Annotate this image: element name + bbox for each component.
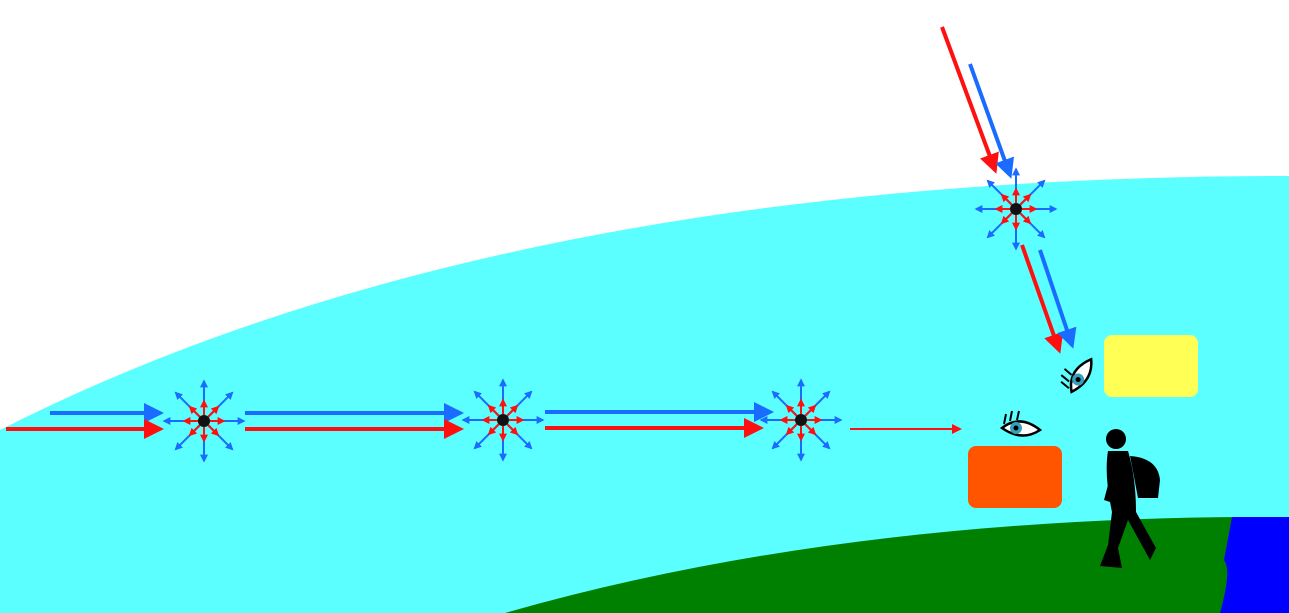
blue-ray	[1038, 249, 1077, 349]
red-scatter-ray	[804, 404, 817, 417]
red-scatter-ray	[188, 424, 201, 437]
overhead-light-path	[940, 26, 1077, 354]
red-scatter-ray	[1000, 193, 1013, 206]
scatter-particle-1	[162, 379, 246, 463]
red-scatter-ray	[487, 423, 500, 436]
red-scatter-ray	[785, 404, 798, 417]
red-scatter-ray	[207, 424, 220, 437]
red-scatter-ray	[804, 423, 817, 436]
red-scatter-ray	[1019, 193, 1032, 206]
ground	[505, 517, 1289, 613]
particle-dot-icon	[795, 414, 807, 426]
red-ray	[1020, 244, 1064, 354]
eye-icon	[999, 410, 1043, 437]
horizontal-light-path	[6, 402, 962, 439]
blue-ray	[968, 63, 1014, 179]
red-ray	[940, 26, 999, 174]
atmosphere	[0, 176, 1289, 613]
particle-dot-icon	[1010, 203, 1022, 215]
particle-dot-icon	[198, 415, 210, 427]
red-scatter-ray	[506, 404, 519, 417]
sunset-color-swatch	[968, 446, 1062, 508]
person-silhouette-icon	[1100, 429, 1160, 568]
scatter-particle-3	[759, 378, 843, 462]
scatter-particle-2	[461, 378, 545, 462]
red-scatter-ray	[188, 405, 201, 418]
noon-color-swatch	[1104, 335, 1198, 397]
red-scatter-ray	[785, 423, 798, 436]
red-scatter-ray	[506, 423, 519, 436]
red-scatter-ray	[207, 405, 220, 418]
scatter-particle-overhead	[974, 167, 1058, 251]
water	[1220, 517, 1289, 613]
red-scatter-ray	[487, 404, 500, 417]
red-scatter-ray	[1019, 212, 1032, 225]
red-scatter-ray	[1000, 212, 1013, 225]
eye-icon	[1060, 357, 1093, 394]
particle-dot-icon	[497, 414, 509, 426]
